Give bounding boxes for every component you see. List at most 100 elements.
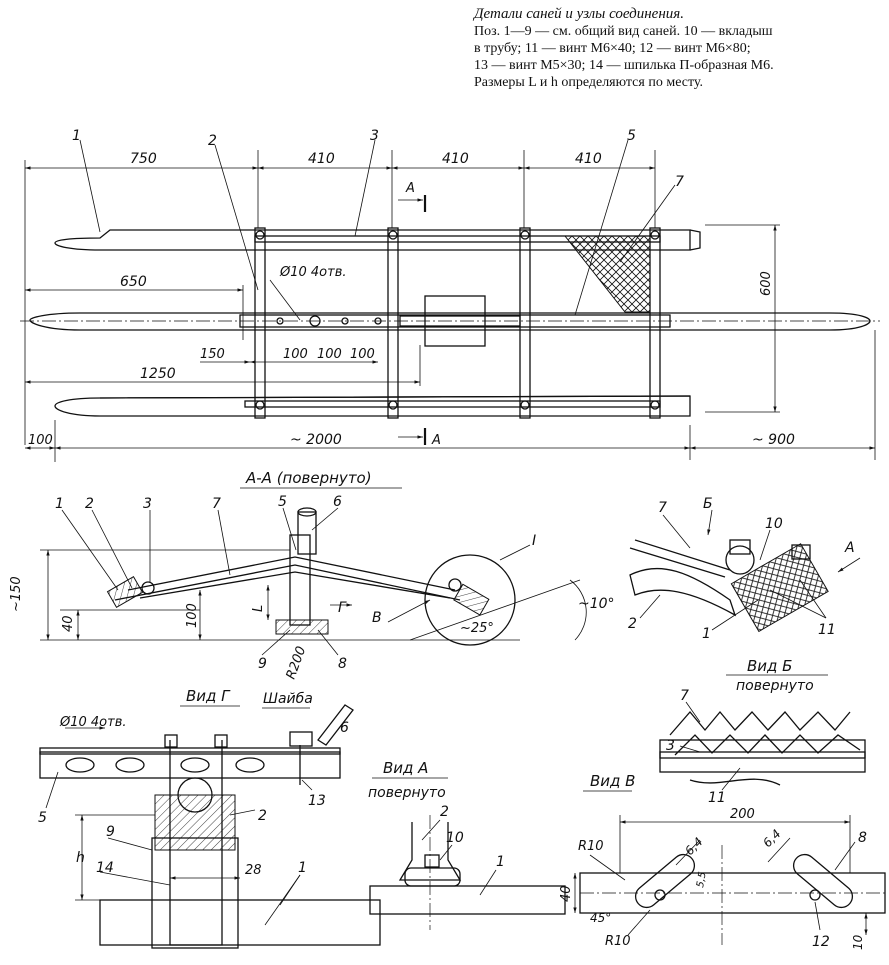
cross-tube-2	[387, 227, 399, 419]
vv-dim-40: 40	[559, 885, 574, 902]
di-label-1: 1	[702, 626, 711, 642]
saa-angle-10: ~10°	[578, 596, 615, 612]
plan-label-5: 5	[627, 128, 636, 144]
saa-dim-100: 100	[185, 603, 200, 628]
vg-label-14: 14	[96, 860, 114, 876]
saa-label-3: 3	[143, 496, 152, 512]
dim-2000: ~ 2000	[290, 432, 342, 448]
dim-100-a: 100	[283, 347, 308, 362]
cross-tube-1	[254, 227, 266, 419]
di-label-2: 2	[628, 616, 637, 632]
di-view-a: А	[844, 540, 855, 556]
saa-label-8: 8	[338, 656, 347, 672]
cross-tube-3	[519, 227, 531, 419]
saa-dim-L: L	[251, 605, 266, 612]
runner-top	[54, 229, 691, 251]
saa-label-2: 2	[85, 496, 94, 512]
plan-view: 1 2 3 5 7 750 410 410 410 650 Ø10 4отв. …	[20, 128, 880, 462]
va-subtitle: повернуто	[368, 785, 446, 801]
dim-150: 150	[200, 347, 225, 362]
saa-dim-r200: R200	[284, 644, 310, 681]
dim-410-a: 410	[308, 151, 335, 167]
dim-650: 650	[120, 274, 147, 290]
vb-label-11: 11	[708, 790, 726, 806]
vg-holes: Ø10 4отв.	[59, 715, 127, 730]
saa-label-1: 1	[55, 496, 64, 512]
di-label-11: 11	[818, 622, 836, 638]
vg-title: Вид Г	[186, 687, 231, 705]
dim-100: 100	[28, 433, 53, 448]
vg-label-5: 5	[38, 810, 47, 826]
cross-tube-4	[649, 227, 661, 419]
saa-label-5: 5	[278, 494, 287, 510]
caption-line-3: 13 — винт М5×30; 14 — шпилька П-образная…	[474, 58, 774, 73]
section-mark-top: А	[405, 181, 415, 196]
dim-410-c: 410	[575, 151, 602, 167]
caption-title: Детали саней и узлы соединения.	[474, 6, 684, 22]
vv-dim-200: 200	[730, 807, 755, 822]
vg-label-13: 13	[308, 793, 326, 809]
vv-dim-55: 5,5	[695, 871, 709, 889]
vb-title: Вид Б	[747, 657, 792, 675]
view-b: Вид Б повернуто 7 3 11	[659, 657, 866, 806]
va-label-2: 2	[440, 804, 449, 820]
saa-label-6: 6	[333, 494, 342, 510]
section-mark-bottom: А	[431, 433, 441, 448]
saa-dim-150: ~150	[9, 576, 24, 612]
va-label-1: 1	[496, 854, 505, 870]
va-label-10: 10	[446, 830, 464, 846]
saa-angle-25: ~25°	[460, 621, 494, 636]
vv-title: Вид В	[590, 772, 635, 790]
vg-dim-h: h	[76, 850, 85, 866]
vv-angle-45: 45°	[590, 911, 611, 925]
dim-100-b: 100	[317, 347, 342, 362]
caption-line-4: Размеры L и h определяются по месту.	[474, 75, 703, 90]
saa-label-9: 9	[258, 656, 267, 672]
vg-label-9: 9	[106, 824, 115, 840]
vg-label-2: 2	[258, 808, 267, 824]
vb-subtitle: повернуто	[736, 678, 814, 694]
runner-middle	[29, 312, 871, 331]
mesh-net	[563, 235, 651, 313]
vv-dim-64-b: 6,4	[760, 827, 783, 850]
runner-bottom	[54, 395, 691, 417]
view-g: Вид Г Ø10 4отв. Шайба	[38, 687, 381, 949]
saa-label-7: 7	[212, 496, 221, 512]
saa-callout-label: I	[532, 533, 536, 549]
dim-900: ~ 900	[752, 432, 795, 448]
vv-r10-bottom: R10	[605, 934, 631, 949]
plan-label-1: 1	[72, 128, 81, 144]
vg-dim-28: 28	[245, 863, 262, 878]
vv-label-8: 8	[858, 830, 867, 846]
vg-washer: Шайба	[263, 691, 313, 707]
plan-label-2: 2	[208, 133, 217, 149]
caption-line-1: Поз. 1—9 — см. общий вид саней. 10 — вкл…	[474, 24, 773, 39]
detail-i: 7 Б 10 А 2 1 11	[628, 496, 861, 642]
plan-label-3: 3	[370, 128, 379, 144]
dim-410-b: 410	[442, 151, 469, 167]
caption-line-2: в трубу; 11 — винт М6×40; 12 — винт М6×8…	[474, 41, 751, 56]
view-v: Вид В 200 R10 R10 6,4 6,4 5,5 40 45° 10 …	[559, 772, 886, 950]
caption: Детали саней и узлы соединения. Поз. 1—9…	[474, 6, 886, 91]
saa-view-v: В	[372, 610, 382, 626]
vb-label-3: 3	[666, 738, 675, 754]
slot-plate-right	[792, 853, 854, 909]
dim-600: 600	[759, 271, 774, 296]
di-view-b: Б	[703, 496, 713, 512]
di-label-7: 7	[658, 500, 667, 516]
saa-dim-40: 40	[61, 615, 76, 632]
section-aa: А-А (повернуто)	[9, 469, 615, 681]
dim-1250: 1250	[140, 366, 176, 382]
dim-100-c: 100	[350, 347, 375, 362]
view-a: Вид А повернуто 2 10 1	[368, 759, 566, 930]
vg-label-1: 1	[298, 860, 307, 876]
vv-label-12: 12	[812, 934, 830, 950]
di-label-10: 10	[765, 516, 783, 532]
saa-view-g: Г	[338, 600, 347, 616]
va-title: Вид А	[383, 759, 428, 777]
plan-holes: Ø10 4отв.	[279, 265, 347, 280]
center-block	[275, 619, 329, 635]
dim-750: 750	[130, 151, 157, 167]
plan-label-7: 7	[675, 174, 684, 190]
